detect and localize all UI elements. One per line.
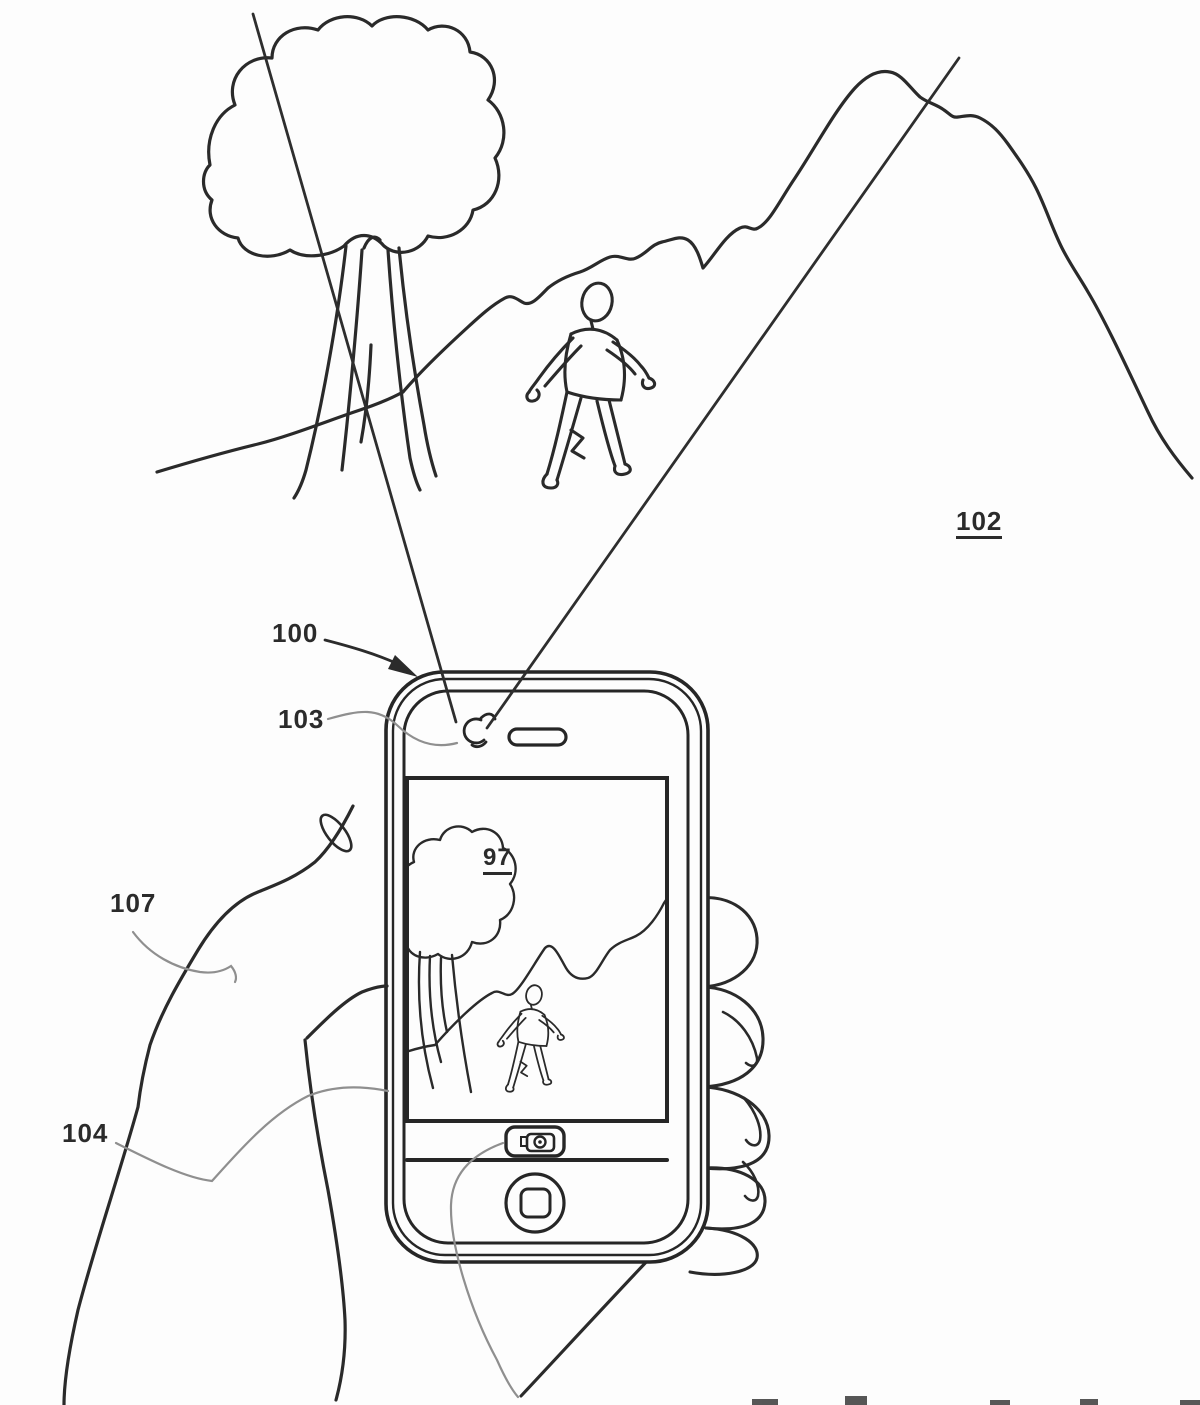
- phone-front-face: [402, 689, 690, 1245]
- holding-hand-fingers: [519, 896, 771, 1398]
- shutter-button: [504, 1125, 566, 1158]
- finger-4: [702, 1166, 767, 1231]
- palm-heel: [688, 1226, 759, 1276]
- phone-mid-shell: [391, 677, 703, 1257]
- ref-label-103-front-camera: 103: [278, 704, 325, 734]
- hand-contour-over-phone: [449, 1141, 520, 1399]
- leader-100-arrow: [323, 638, 400, 666]
- display-screen: [405, 776, 669, 1123]
- tree-canopy: [201, 15, 506, 258]
- ref-label-104-display: 104: [62, 1118, 109, 1148]
- leader-104: [114, 1086, 390, 1183]
- finger-2-nail: [721, 1010, 759, 1068]
- leader-107: [131, 930, 238, 984]
- screen-mountain-ridge: [409, 892, 665, 1054]
- finger-3-nail: [742, 1096, 762, 1147]
- ref-label-107-hand: 107: [110, 888, 157, 918]
- holding-hand: [62, 804, 389, 1405]
- palm-edge-below-phone: [519, 1256, 652, 1398]
- fov-line-right: [485, 56, 961, 730]
- ref-label-102-scene: 102: [956, 508, 1003, 539]
- thumbnail: [319, 813, 353, 853]
- fov-line-left: [251, 12, 458, 724]
- speaker-slot: [507, 727, 568, 747]
- mountain-ridge: [401, 69, 1194, 480]
- screen-tree-canopy: [409, 825, 517, 961]
- leader-100-arrowhead: [388, 655, 418, 677]
- ref-label-100-device: 100: [272, 618, 319, 648]
- captured-image-on-screen: [409, 825, 665, 1094]
- hand-outer-edge: [62, 804, 355, 1405]
- camera-shutter-icon: [520, 1132, 556, 1153]
- ground-line: [155, 390, 405, 474]
- leader-lines: [114, 638, 520, 1399]
- ref-label-97-screen-image: 97: [483, 846, 512, 875]
- outdoor-scene: [155, 15, 1194, 500]
- leader-103: [326, 710, 459, 747]
- camera-field-of-view-lines: [251, 12, 961, 730]
- finger-1: [698, 896, 759, 989]
- screen-tree-trunk: [417, 950, 473, 1094]
- thumb-crease: [305, 984, 389, 1040]
- finger-2: [701, 985, 765, 1089]
- walking-person: [525, 278, 657, 490]
- palm-line: [303, 1038, 347, 1402]
- tree-trunk: [292, 235, 438, 500]
- finger-4-nail: [741, 1160, 760, 1202]
- camera-phone-body: [384, 670, 710, 1264]
- home-button: [504, 1172, 566, 1234]
- finger-3: [701, 1085, 771, 1171]
- cutoff-caption-marks: [752, 1396, 1200, 1405]
